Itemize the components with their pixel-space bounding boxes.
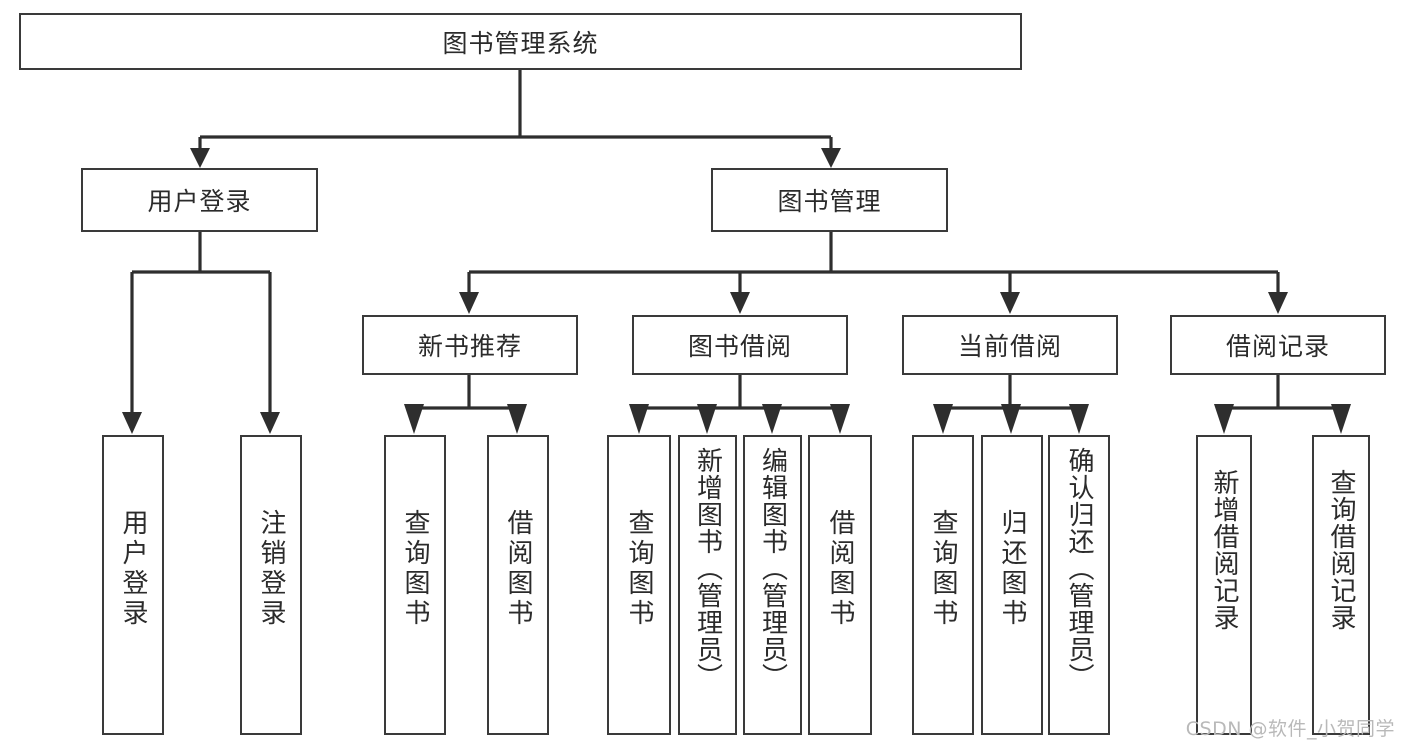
leaf-label: 归还图书	[997, 509, 1028, 629]
node-book-borrow[interactable]: 图书借阅	[632, 315, 848, 375]
leaf-current-borrow-return[interactable]: 归还图书	[981, 435, 1043, 735]
leaf-label: 借阅图书	[503, 509, 534, 629]
leaf-new-book-query[interactable]: 查询图书	[384, 435, 446, 735]
leaf-new-book-borrow[interactable]: 借阅图书	[487, 435, 549, 735]
leaf-book-borrow-edit[interactable]: 编辑图书（管理员）	[743, 435, 802, 735]
leaf-label: 查询图书	[624, 509, 655, 629]
leaf-borrow-record-query[interactable]: 查询借阅记录	[1312, 435, 1370, 735]
node-book-management-label: 图书管理	[777, 187, 882, 216]
leaf-label: 查询图书	[400, 509, 431, 629]
leaf-current-borrow-confirm[interactable]: 确认归还（管理员）	[1048, 435, 1110, 735]
leaf-label: 新增借阅记录	[1209, 469, 1240, 631]
leaf-user-login-logout[interactable]: 注销登录	[240, 435, 302, 735]
leaf-borrow-record-add[interactable]: 新增借阅记录	[1196, 435, 1252, 735]
leaf-label: 编辑图书（管理员）	[757, 447, 788, 690]
leaf-current-borrow-query[interactable]: 查询图书	[912, 435, 974, 735]
node-root-label: 图书管理系统	[442, 28, 599, 58]
watermark: CSDN @软件_小贺同学	[1185, 718, 1395, 740]
node-user-login-label: 用户登录	[147, 187, 252, 216]
leaf-user-login-login[interactable]: 用户登录	[102, 435, 164, 735]
leaf-label: 借阅图书	[825, 509, 856, 629]
leaf-label: 新增图书（管理员）	[692, 447, 723, 690]
leaf-label: 查询借阅记录	[1326, 469, 1357, 631]
leaf-book-borrow-borrow[interactable]: 借阅图书	[808, 435, 872, 735]
leaf-label: 确认归还（管理员）	[1064, 447, 1095, 690]
node-new-book-recommend[interactable]: 新书推荐	[362, 315, 578, 375]
node-user-login[interactable]: 用户登录	[81, 168, 318, 232]
node-borrow-record-label: 借阅记录	[1225, 332, 1330, 361]
node-book-management[interactable]: 图书管理	[711, 168, 948, 232]
node-borrow-record[interactable]: 借阅记录	[1170, 315, 1386, 375]
leaf-label: 注销登录	[256, 509, 287, 629]
leaf-book-borrow-add[interactable]: 新增图书（管理员）	[678, 435, 737, 735]
leaf-label: 查询图书	[928, 509, 959, 629]
node-current-borrow[interactable]: 当前借阅	[902, 315, 1118, 375]
leaf-label: 用户登录	[118, 509, 149, 629]
leaf-book-borrow-query[interactable]: 查询图书	[607, 435, 671, 735]
node-new-book-recommend-label: 新书推荐	[417, 332, 522, 361]
node-root[interactable]: 图书管理系统	[19, 13, 1022, 70]
node-current-borrow-label: 当前借阅	[957, 332, 1062, 361]
node-book-borrow-label: 图书借阅	[687, 332, 792, 361]
